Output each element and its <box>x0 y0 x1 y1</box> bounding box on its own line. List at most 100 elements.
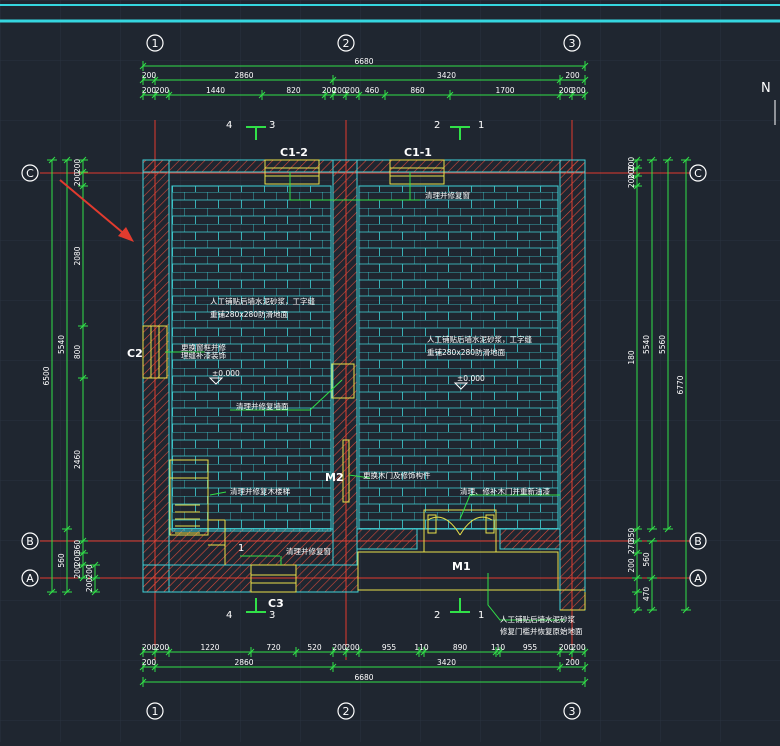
window-c3[interactable] <box>250 564 297 593</box>
svg-text:3: 3 <box>569 37 576 50</box>
window-labels: C1-2 C1-1 C2 C3 M1 M2 <box>127 146 471 610</box>
dim-label: 200 <box>559 86 574 95</box>
axis-bubble-right-A: A <box>689 569 707 587</box>
dim-label: 470 <box>642 587 651 602</box>
note-m2: 更换木门及修饰构件 <box>363 470 431 480</box>
section-2-bottom: 2 <box>434 610 440 621</box>
axis-bubble-left-A: A <box>21 569 39 587</box>
dim-label: 200 <box>345 86 360 95</box>
dim-label: 2860 <box>234 71 253 80</box>
window-c1-2[interactable] <box>264 159 320 185</box>
note-bottom-1: 人工铺贴后墙水泥砂浆 <box>500 614 575 624</box>
dim-label: 270 <box>627 540 636 555</box>
dim-label: 200 <box>73 564 82 579</box>
section-labels: 4 3 2 1 4 3 2 1 1 <box>226 120 484 621</box>
dim-label: 2860 <box>234 658 253 667</box>
dim-label: 200 <box>565 71 580 80</box>
level-right: ±0.000 <box>457 374 485 383</box>
section-1-top: 1 <box>478 120 484 131</box>
dim-label: 720 <box>266 643 281 652</box>
dim-label: 820 <box>286 86 301 95</box>
axis-bubble-left-C: C <box>21 164 39 182</box>
north-label: N <box>761 81 771 96</box>
note-c2-2: 理缝补漆装饰 <box>181 350 226 360</box>
note-wall-mid: 清理并修复墙面 <box>236 401 289 411</box>
dim-label: 1700 <box>495 86 514 95</box>
dim-right-mid: 5560 <box>658 156 673 533</box>
dim-label: 200 <box>571 643 586 652</box>
dim-label: 1220 <box>200 643 219 652</box>
dim-label: 200 <box>627 157 636 172</box>
dim-top-total: 6680 <box>139 57 589 71</box>
window-c1-1[interactable] <box>389 159 445 185</box>
floor-tiles-right <box>358 185 559 530</box>
dim-label: 560 <box>57 553 66 568</box>
svg-text:C: C <box>26 167 34 180</box>
dim-label: 200 <box>559 643 574 652</box>
axis-bubble-left-B: B <box>21 532 39 550</box>
leader-lines <box>165 172 565 621</box>
axis-bubble-right-B: B <box>689 532 707 550</box>
dim-label: 200 <box>155 86 170 95</box>
dim-label: 955 <box>382 643 397 652</box>
dim-label: 860 <box>410 86 425 95</box>
svg-text:C: C <box>694 167 702 180</box>
dim-label: 3420 <box>437 658 456 667</box>
door-m1[interactable] <box>357 509 586 611</box>
dim-label: 180 <box>627 350 636 365</box>
label-m2: M2 <box>325 471 344 484</box>
dim-label: 200 <box>627 174 636 189</box>
dim-left-outer: 6500 <box>42 156 57 596</box>
note-bottom-2: 修复门槛并恢复原始地面 <box>500 626 583 636</box>
dim-label: 200 <box>627 558 636 573</box>
label-c3: C3 <box>268 597 284 610</box>
dim-label: 200 <box>142 71 157 80</box>
dim-label: 6770 <box>676 375 685 394</box>
dim-label: 200 <box>85 578 94 593</box>
svg-text:B: B <box>26 535 34 548</box>
stair <box>169 459 226 565</box>
svg-text:2: 2 <box>343 37 350 50</box>
section-3-top: 3 <box>269 120 275 131</box>
dim-label: 200 <box>142 643 157 652</box>
note-c3: 清理并修复窗 <box>286 546 331 556</box>
level-left: ±0.000 <box>212 369 240 378</box>
axis-bubble-bottom-3: 3 <box>563 702 581 720</box>
dim-right-outer: 6770 <box>676 156 691 614</box>
dim-label: 3420 <box>437 71 456 80</box>
note-m1-door: 清理、修补木门并重新油漆 <box>460 486 550 496</box>
svg-text:3: 3 <box>569 705 576 718</box>
note-floor-left-2: 重铺280x280防滑地面 <box>210 309 289 319</box>
axis-bubble-top-1: 1 <box>146 34 164 52</box>
section-4-bottom: 4 <box>226 610 232 621</box>
walls <box>142 159 586 611</box>
note-floor-right-1: 人工铺贴后墙水泥砂浆，工字缝 <box>427 334 532 344</box>
label-c2: C2 <box>127 347 143 360</box>
note-c2-1: 更换窗框并修 <box>181 342 226 352</box>
section-2-top: 2 <box>434 120 440 131</box>
dim-label: 360 <box>73 540 82 555</box>
dim-label: 2460 <box>73 450 82 469</box>
dim-label: 350 <box>627 528 636 543</box>
dim-label: 110 <box>414 643 429 652</box>
dim-label: 800 <box>73 345 82 360</box>
dim-label: 110 <box>491 643 506 652</box>
dim-label: 200 <box>571 86 586 95</box>
dim-top-row1: 200 2860 3420 200 <box>139 71 589 85</box>
note-floor-left-1: 人工铺贴后墙水泥砂浆，工字缝 <box>210 296 315 306</box>
dim-label: 5540 <box>642 335 651 354</box>
door-m2[interactable] <box>331 363 355 503</box>
dim-bottom-total: 6680 <box>139 673 589 687</box>
stair-number: 1 <box>238 543 244 554</box>
section-1-bottom: 1 <box>478 610 484 621</box>
